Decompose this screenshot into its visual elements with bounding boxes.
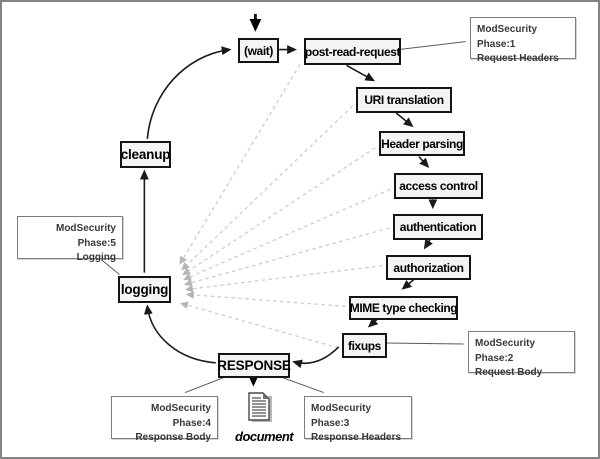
node-logging: logging (118, 276, 171, 303)
annotation-phase4-line2: Response Body (135, 432, 211, 443)
annotation-phase3-line1: ModSecurity Phase:3 (311, 403, 372, 429)
annotation-phase4-line1: ModSecurity Phase:4 (150, 403, 211, 429)
flow-arrows (139, 13, 438, 387)
document-label: document (235, 429, 294, 444)
node-header-parsing: Header parsing (379, 131, 465, 156)
annotation-phase1-line1: ModSecurity Phase:1 (477, 24, 538, 50)
node-post-read-request: post-read-request (304, 38, 401, 65)
annotation-phase5-line1: ModSecurity Phase:5 (55, 223, 116, 249)
annotation-phase2-line2: Request Body (475, 367, 543, 378)
annotation-phase5-line2: Logging (76, 252, 116, 263)
node-fixups: fixups (342, 333, 387, 358)
annotation-connectors (97, 41, 466, 394)
annotation-phase3-line2: Response Headers (311, 432, 402, 443)
annotation-phase1-line2: Request Headers (477, 53, 559, 64)
node-cleanup: cleanup (120, 141, 171, 168)
node-mime-type-checking: MIME type checking (349, 296, 458, 320)
dashed-feedback-arrows (179, 64, 391, 349)
annotation-phase2: ModSecurity Phase:2 Request Body (468, 331, 575, 378)
annotation-phase4: ModSecurity Phase:4 Response Body (111, 396, 218, 443)
annotation-phase2-line1: ModSecurity Phase:2 (475, 338, 536, 364)
node-response: RESPONSE (217, 353, 291, 378)
annotation-phase3: ModSecurity Phase:3 Response Headers (304, 396, 412, 443)
node-authentication: authentication (393, 214, 483, 240)
annotation-phase5: ModSecurity Phase:5 Logging (17, 216, 123, 263)
node-authorization: authorization (386, 255, 471, 280)
node-wait: (wait) (238, 38, 279, 63)
annotation-phase1: ModSecurity Phase:1 Request Headers (470, 17, 576, 64)
node-access-control: access control (394, 173, 483, 199)
node-uri-translation: URI translation (356, 87, 452, 113)
document-output: document (235, 392, 294, 444)
document-icon (248, 392, 272, 422)
